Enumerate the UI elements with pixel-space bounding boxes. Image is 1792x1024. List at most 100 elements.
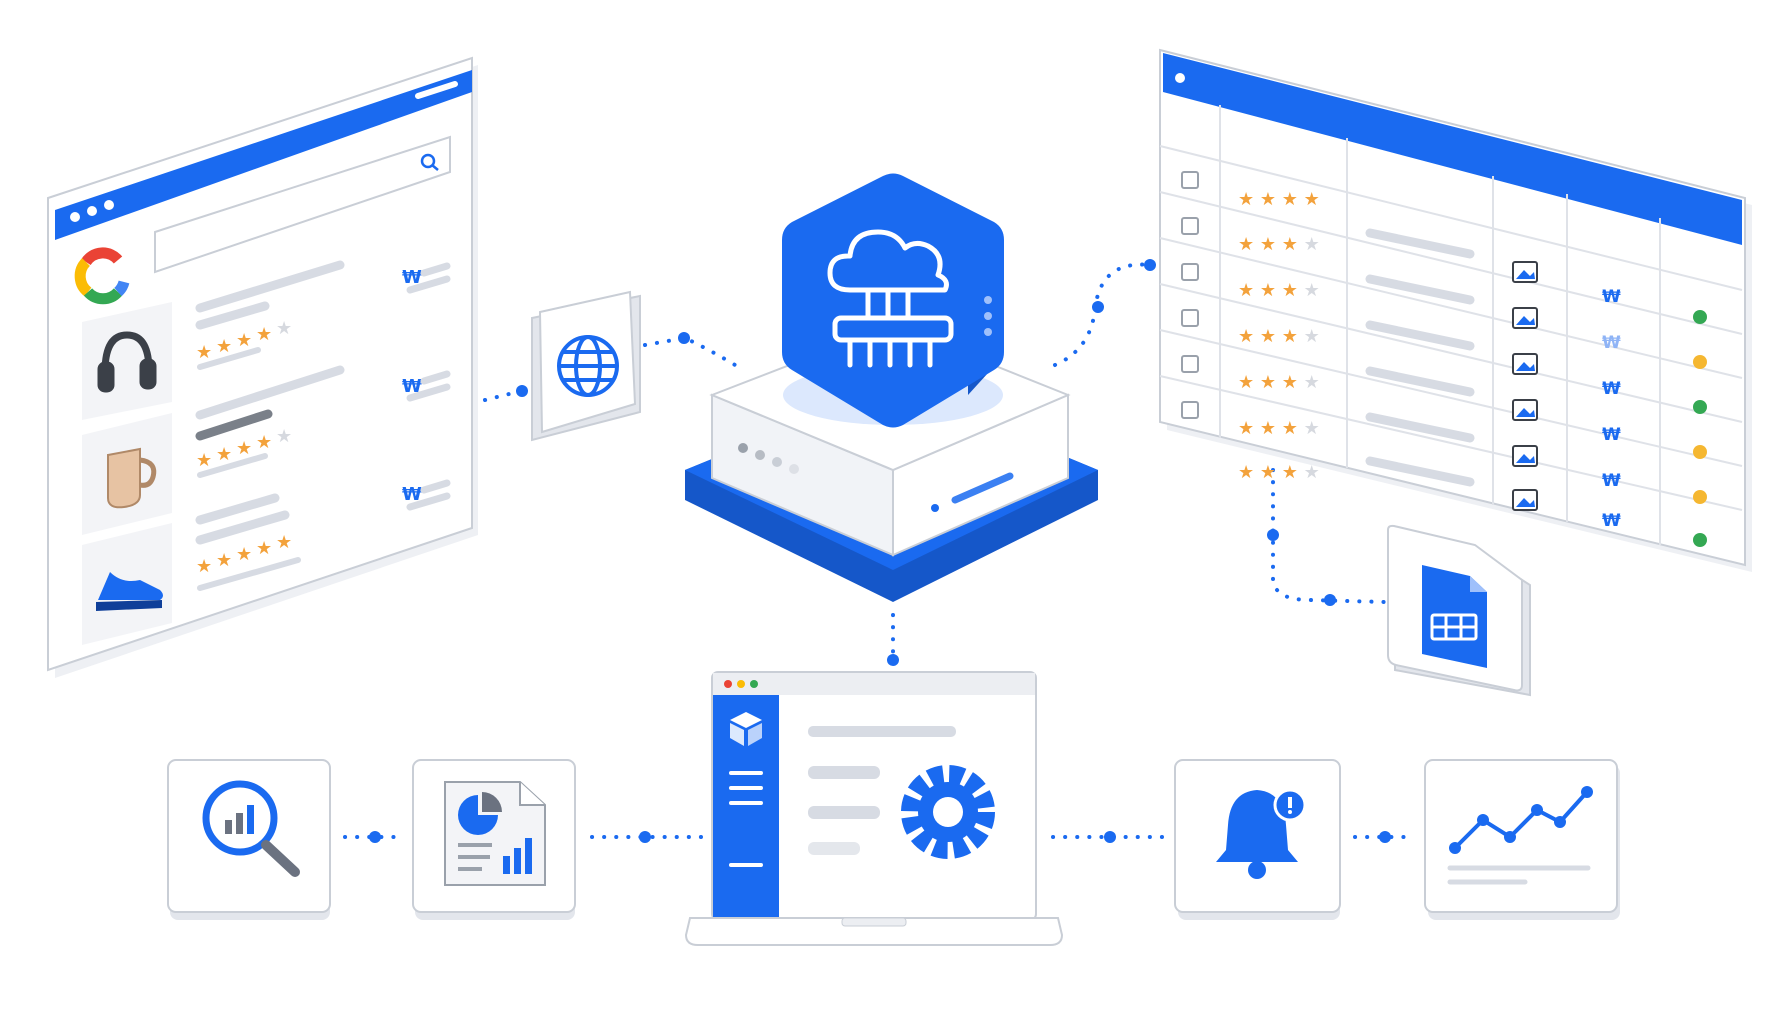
star-empty: ★	[1304, 372, 1320, 393]
window-dot-red	[724, 680, 732, 688]
window-dot-yellow	[737, 680, 745, 688]
hub-led	[738, 443, 748, 453]
magnifier-handle	[261, 840, 300, 877]
hub-led	[755, 450, 765, 460]
cube-top	[730, 712, 762, 728]
search-input[interactable]	[154, 135, 451, 274]
google-logo-blue	[114, 280, 130, 297]
hub-led	[772, 457, 782, 467]
grid-row-line	[1159, 191, 1743, 335]
star-full: ★	[196, 450, 212, 471]
cloud-scraper-icon	[827, 229, 954, 368]
trend-point	[1581, 786, 1593, 798]
row-checkbox[interactable]	[1181, 217, 1199, 235]
row-stars: ★ ★ ★ ★	[1238, 280, 1320, 301]
star-empty: ★	[1304, 280, 1320, 301]
connector-node	[887, 654, 899, 666]
star-full: ★	[236, 330, 252, 351]
laptop-dashboard[interactable]	[684, 671, 1064, 946]
window-menu-bar	[415, 81, 458, 99]
row-status-yellow	[1693, 490, 1707, 504]
google-logo-yellow	[74, 258, 92, 297]
grid-row-line	[1159, 329, 1743, 467]
product-subtitle-line	[195, 409, 273, 441]
hub-led	[789, 464, 799, 474]
mug-body	[107, 447, 141, 509]
connector-node	[369, 831, 381, 843]
row-checkbox[interactable]	[1181, 355, 1199, 373]
star-full: ★	[236, 544, 252, 565]
gear-icon[interactable]	[901, 765, 995, 859]
rating-stars: ★ ★ ★ ★ ★	[196, 532, 292, 577]
star-full: ★	[276, 532, 292, 553]
search-icon[interactable]	[420, 153, 439, 171]
product-meta-line	[197, 453, 268, 478]
hub-cube-indicator	[984, 328, 992, 336]
row-price: ₩	[1602, 333, 1621, 353]
laptop-sidebar[interactable]	[713, 695, 779, 919]
connector-nodes	[369, 259, 1391, 843]
row-text-line	[1365, 412, 1475, 443]
connector-node	[678, 332, 690, 344]
star-full: ★	[196, 556, 212, 577]
workflow-search-card[interactable]	[167, 759, 331, 920]
price-currency: ₩	[402, 484, 422, 505]
trend-point	[1531, 804, 1543, 816]
star-empty: ★	[1304, 418, 1320, 439]
hub-cube-indicator	[984, 296, 992, 304]
trend-point	[1554, 816, 1566, 828]
pie-slice-gray	[482, 792, 502, 812]
row-stars: ★ ★ ★ ★	[1238, 372, 1320, 393]
row-checkbox[interactable]	[1181, 401, 1199, 419]
rating-stars: ★ ★ ★ ★ ★	[196, 318, 292, 363]
connector-hub-table	[1053, 262, 1152, 367]
window-dot	[70, 212, 80, 222]
laptop-titlebar	[713, 673, 1035, 695]
cube-icon	[730, 712, 762, 746]
row-price: ₩	[1602, 471, 1621, 491]
connector-node	[1092, 301, 1104, 313]
grid-row-line	[1159, 283, 1743, 423]
hub-status-dot	[931, 504, 939, 512]
google-logo-red	[81, 247, 123, 266]
grid-row-line	[1159, 145, 1743, 291]
table-grid	[1159, 105, 1743, 545]
shopping-page-titlebar	[55, 70, 472, 240]
row-checkbox[interactable]	[1181, 171, 1199, 189]
mini-bar	[247, 805, 254, 834]
mini-bar	[225, 820, 232, 834]
content-line	[808, 842, 860, 855]
star-full: ★	[256, 324, 272, 345]
cloud-outline	[827, 229, 949, 293]
workflow-bell-card[interactable]	[1174, 759, 1341, 920]
product-meta-line	[197, 347, 261, 370]
star-full: ★	[256, 538, 272, 559]
product-thumb-headphones[interactable]	[82, 302, 172, 420]
row-checkbox[interactable]	[1181, 263, 1199, 281]
star-full: ★	[236, 438, 252, 459]
laptop-notch	[841, 917, 907, 927]
report-bar	[503, 856, 510, 874]
gear-body	[901, 765, 995, 859]
sneaker-icon	[96, 572, 163, 611]
headphones-left-cup	[97, 361, 115, 393]
workflow-chart-card[interactable]	[1424, 759, 1620, 920]
laptop-base	[684, 917, 1064, 946]
row-stars: ★ ★ ★ ★	[1238, 418, 1320, 439]
row-status-yellow	[1693, 355, 1707, 369]
connector-globe-hub	[643, 335, 737, 367]
star-full: ★	[216, 550, 232, 571]
connector-table-file	[1271, 468, 1387, 604]
row-checkbox[interactable]	[1181, 309, 1199, 327]
row-image-mountain	[1516, 454, 1535, 463]
star-empty: ★	[276, 318, 292, 339]
table-sheet: ★ ★ ★ ★ ★ ★ ★ ★ ★ ★ ★ ★ ₩ ★ ★ ★ ★ ₩ ★ ★ …	[1159, 48, 1752, 572]
row-image-mountain	[1516, 316, 1535, 325]
spreadsheet-file-icon[interactable]	[1387, 524, 1531, 697]
connector-node	[1104, 831, 1116, 843]
workflow-report-card[interactable]	[412, 759, 576, 920]
connector-node	[1144, 259, 1156, 271]
file-fold	[1470, 576, 1487, 592]
